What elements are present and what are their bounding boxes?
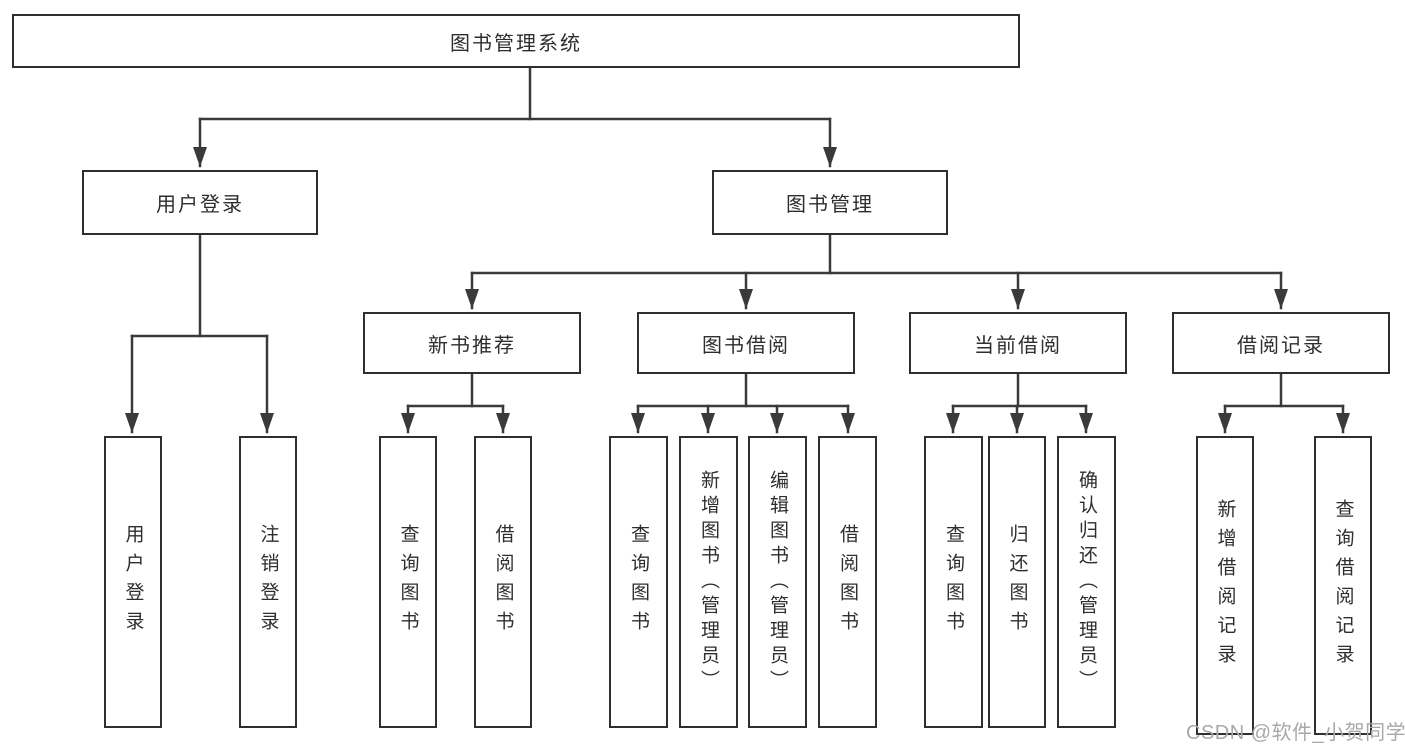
node-query-borrow-record: 查询借阅记录: [1314, 436, 1372, 735]
connector-user-login-children: [125, 233, 274, 434]
node-borrow-records: 借阅记录: [1172, 312, 1390, 374]
node-login-action-label: 用户登录: [122, 524, 144, 640]
node-query-books-borrow: 查询图书: [609, 436, 668, 728]
node-confirm-return-admin-label: 确认归还（管理员）: [1076, 469, 1097, 695]
node-return-book-label: 归还图书: [1006, 524, 1028, 640]
connector-new-book-recommend-children: [401, 372, 510, 434]
watermark-text: CSDN @软件_小贺同学: [1186, 722, 1405, 744]
node-add-borrow-record-label: 新增借阅记录: [1214, 498, 1236, 673]
connector-current-borrow-children: [946, 372, 1093, 434]
node-new-book-recommend: 新书推荐: [363, 312, 581, 374]
node-add-book-admin-label: 新增图书（管理员）: [698, 469, 719, 695]
node-current-borrow-label: 当前借阅: [974, 334, 1062, 357]
node-login-action: 用户登录: [104, 436, 162, 728]
node-borrow-book-label: 借阅图书: [837, 524, 858, 640]
node-query-books-recommend: 查询图书: [379, 436, 437, 728]
node-book-borrow-label: 图书借阅: [702, 334, 790, 357]
node-edit-book-admin: 编辑图书（管理员）: [748, 436, 807, 728]
node-edit-book-admin-label: 编辑图书（管理员）: [767, 469, 788, 695]
node-query-books-borrow-label: 查询图书: [628, 524, 649, 640]
node-query-borrow-record-label: 查询借阅记录: [1332, 498, 1354, 673]
node-logout-action: 注销登录: [239, 436, 297, 728]
node-return-book: 归还图书: [988, 436, 1046, 728]
node-book-borrow: 图书借阅: [637, 312, 855, 374]
node-current-borrow: 当前借阅: [909, 312, 1127, 374]
node-query-books-recommend-label: 查询图书: [397, 524, 419, 640]
node-add-book-admin: 新增图书（管理员）: [679, 436, 738, 728]
node-root-label: 图书管理系统: [450, 32, 582, 55]
node-book-management: 图书管理: [712, 170, 948, 235]
node-user-login-label: 用户登录: [156, 194, 244, 216]
node-query-books-current-label: 查询图书: [943, 524, 964, 640]
node-book-management-label: 图书管理: [786, 194, 874, 216]
connector-borrow-records-children: [1218, 372, 1350, 434]
connector-book-borrow-children: [631, 372, 855, 434]
connector-book-management-children: [465, 233, 1288, 310]
node-add-borrow-record: 新增借阅记录: [1196, 436, 1254, 735]
node-borrow-book: 借阅图书: [818, 436, 877, 728]
node-logout-action-label: 注销登录: [257, 524, 279, 640]
node-user-login: 用户登录: [82, 170, 318, 235]
node-query-books-current: 查询图书: [924, 436, 983, 728]
watermark: CSDN @软件_小贺同学: [1186, 716, 1405, 745]
node-new-book-recommend-label: 新书推荐: [428, 334, 516, 357]
node-root: 图书管理系统: [12, 14, 1020, 68]
node-borrow-records-label: 借阅记录: [1237, 334, 1325, 357]
node-borrow-books-recommend-label: 借阅图书: [492, 524, 514, 640]
connector-root-to-level2: [193, 66, 837, 168]
node-borrow-books-recommend: 借阅图书: [474, 436, 532, 728]
node-confirm-return-admin: 确认归还（管理员）: [1057, 436, 1116, 728]
